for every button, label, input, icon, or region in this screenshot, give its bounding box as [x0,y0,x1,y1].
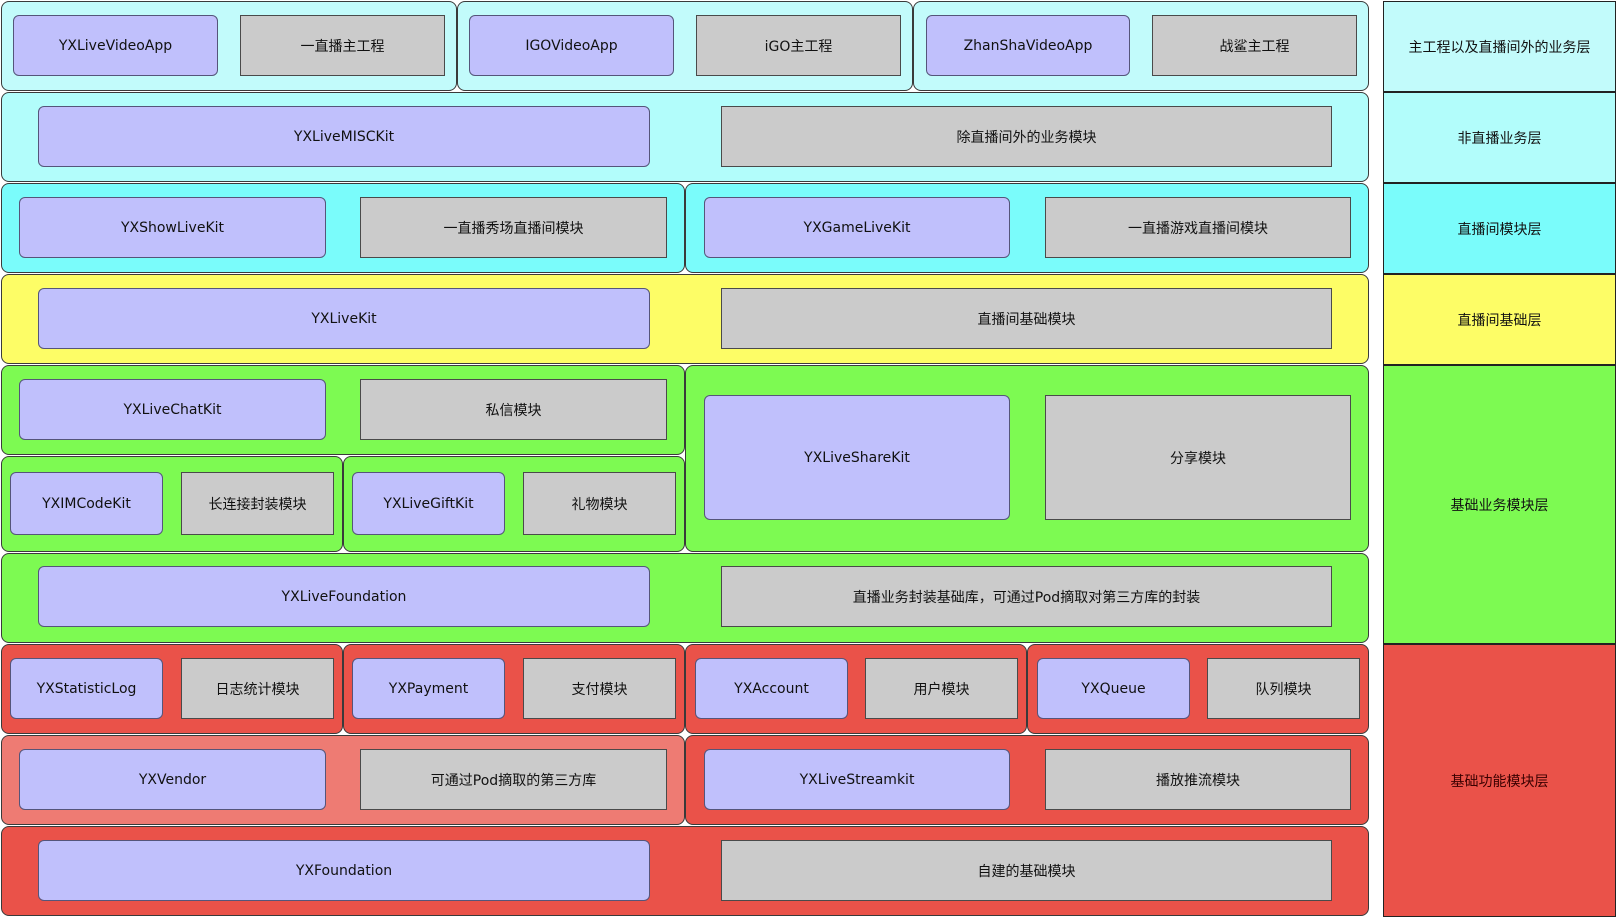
description-yxlivefoundation: 直播业务封装基础库，可通过Pod摘取对第三方库的封装 [721,566,1332,627]
description-label: 除直播间外的业务模块 [956,129,1097,146]
module-label: YXShowLiveKit [120,219,225,236]
description-label: 直播间基础模块 [977,311,1076,328]
module-label: YXAccount [734,680,809,697]
module-yximcodekit[interactable]: YXIMCodeKit [10,472,163,535]
layer-base-function-modules: 基础功能模块层 [1383,644,1616,917]
description-yxlivemisckit: 除直播间外的业务模块 [721,106,1332,167]
layer-base-business-modules: 基础业务模块层 [1383,365,1616,644]
description-label: 私信模块 [485,402,542,419]
module-yxgamelivekit[interactable]: YXGameLiveKit [704,197,1010,258]
description-yxgamelivekit: 一直播游戏直播间模块 [1045,197,1351,258]
module-label: YXLiveGiftKit [383,495,474,512]
module-label: YXLiveFoundation [281,588,407,605]
module-label: YXLiveChatKit [123,401,222,418]
description-label: 战鲨主工程 [1219,38,1290,55]
description-yxlivegiftkit: 礼物模块 [523,472,676,535]
module-label: YXQueue [1081,680,1146,697]
module-label: YXLiveMISCKit [293,128,395,145]
layer-live-room-modules: 直播间模块层 [1383,183,1616,274]
module-yxlivekit[interactable]: YXLiveKit [38,288,650,349]
description-yxvendor: 可通过Pod摘取的第三方库 [360,749,667,810]
description-yximcodekit: 长连接封装模块 [181,472,334,535]
module-yxlivefoundation[interactable]: YXLiveFoundation [38,566,650,627]
layer-live-room-base: 直播间基础层 [1383,274,1616,365]
module-label: YXVendor [138,771,207,788]
description-label: 分享模块 [1170,450,1226,467]
description-yxlivechatkit: 私信模块 [360,379,667,440]
layer-label: 非直播业务层 [1457,130,1542,147]
description-label: 播放推流模块 [1156,772,1240,789]
description-yxaccount: 用户模块 [865,658,1018,719]
layer-label: 基础业务模块层 [1450,497,1549,514]
layer-label: 直播间基础层 [1457,312,1542,329]
module-yxpayment[interactable]: YXPayment [352,658,505,719]
description-label: 队列模块 [1255,681,1312,698]
description-yxshowlivekit: 一直播秀场直播间模块 [360,197,667,258]
description-label: 支付模块 [571,681,628,698]
module-yxaccount[interactable]: YXAccount [695,658,848,719]
module-label: YXLiveStreamkit [799,771,915,788]
description-yxlivesharekit: 分享模块 [1045,395,1351,520]
layer-app-business: 主工程以及直播间外的业务层 [1383,1,1616,92]
module-yxlivevideoapp[interactable]: YXLiveVideoApp [13,15,218,76]
description-label: 礼物模块 [571,496,628,513]
description-yxlivekit: 直播间基础模块 [721,288,1332,349]
module-label: YXIMCodeKit [42,495,131,512]
module-yxshowlivekit[interactable]: YXShowLiveKit [19,197,326,258]
layer-non-live-business: 非直播业务层 [1383,92,1616,183]
description-yxstatisticlog: 日志统计模块 [181,658,334,719]
layer-label: 基础功能模块层 [1450,773,1549,790]
description-label: 日志统计模块 [215,681,300,698]
description-label: 一直播主工程 [300,38,385,55]
module-yxfoundation[interactable]: YXFoundation [38,840,650,901]
description-label: 直播业务封装基础库，可通过Pod摘取对第三方库的封装 [852,589,1201,606]
description-label: 一直播游戏直播间模块 [1128,220,1268,237]
module-yxlivemisckit[interactable]: YXLiveMISCKit [38,106,650,167]
description-yxpayment: 支付模块 [523,658,676,719]
module-label: ZhanShaVideoApp [963,37,1093,54]
description-label: 自建的基础模块 [977,863,1076,880]
module-label: YXLiveKit [311,310,377,327]
module-label: IGOVideoApp [525,37,618,54]
description-label: 一直播秀场直播间模块 [443,220,584,237]
description-label: iGO主工程 [764,38,833,55]
description-label: 可通过Pod摘取的第三方库 [430,772,597,789]
module-yxlivestreamkit[interactable]: YXLiveStreamkit [704,749,1010,810]
layer-label: 直播间模块层 [1457,221,1542,238]
module-yxstatisticlog[interactable]: YXStatisticLog [10,658,163,719]
module-yxvendor[interactable]: YXVendor [19,749,326,810]
module-label: YXGameLiveKit [803,219,911,236]
module-yxlivechatkit[interactable]: YXLiveChatKit [19,379,326,440]
module-yxqueue[interactable]: YXQueue [1037,658,1190,719]
description-zhanshavideoapp: 战鲨主工程 [1152,15,1357,76]
module-label: YXPayment [388,680,469,697]
description-igovideoapp: iGO主工程 [696,15,901,76]
description-yxqueue: 队列模块 [1207,658,1360,719]
description-yxlivestreamkit: 播放推流模块 [1045,749,1351,810]
module-igovideoapp[interactable]: IGOVideoApp [469,15,674,76]
description-label: 长连接封装模块 [208,496,307,513]
module-label: YXFoundation [295,862,393,879]
module-label: YXLiveVideoApp [58,37,173,54]
description-yxfoundation: 自建的基础模块 [721,840,1332,901]
module-zhanshavideoapp[interactable]: ZhanShaVideoApp [926,15,1130,76]
module-label: YXStatisticLog [36,680,137,697]
module-label: YXLiveShareKit [804,449,910,466]
description-yxlivevideoapp: 一直播主工程 [240,15,445,76]
module-yxlivesharekit[interactable]: YXLiveShareKit [704,395,1010,520]
layer-label: 主工程以及直播间外的业务层 [1408,39,1591,56]
module-yxlivegiftkit[interactable]: YXLiveGiftKit [352,472,505,535]
description-label: 用户模块 [913,681,970,698]
